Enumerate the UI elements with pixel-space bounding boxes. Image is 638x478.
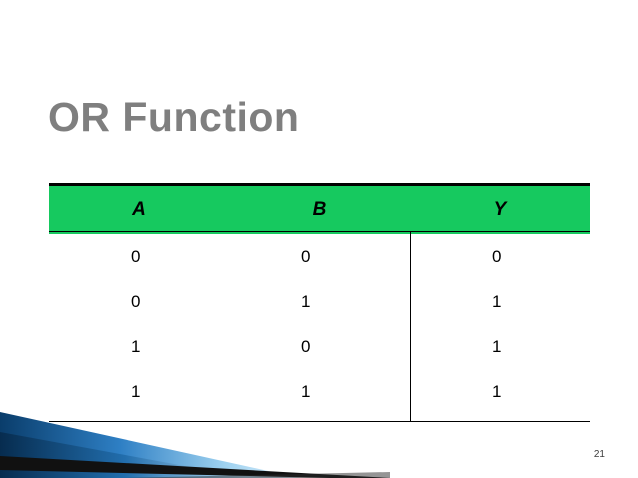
cell-a: 0 [131,246,141,266]
cell-b: 1 [301,291,311,311]
table-row: 1 0 1 [49,324,590,369]
cell-a: 1 [131,381,141,401]
table-header-divider [49,231,590,232]
cell-b: 0 [301,336,311,356]
cell-b: 1 [301,381,311,401]
page-title: OR Function [48,94,300,140]
page-number: 21 [593,449,605,460]
cell-b: 0 [301,246,311,266]
cell-y: 1 [492,291,502,311]
cell-a: 0 [131,291,141,311]
column-header-a: A [49,184,229,234]
column-header-b: B [229,184,410,234]
table-row: 0 1 1 [49,279,590,324]
column-header-y: Y [410,184,590,234]
cell-y: 1 [492,381,502,401]
table-row: 0 0 0 [49,234,590,279]
table-header-row: A B Y [49,184,590,234]
table-bottom-border [49,421,590,422]
table-column-divider [410,231,411,421]
cell-a: 1 [131,336,141,356]
table-row: 1 1 1 [49,369,590,414]
cell-y: 0 [492,246,502,266]
cell-y: 1 [492,336,502,356]
truth-table: A B Y 0 0 0 0 1 1 1 0 1 1 1 1 [49,183,590,414]
